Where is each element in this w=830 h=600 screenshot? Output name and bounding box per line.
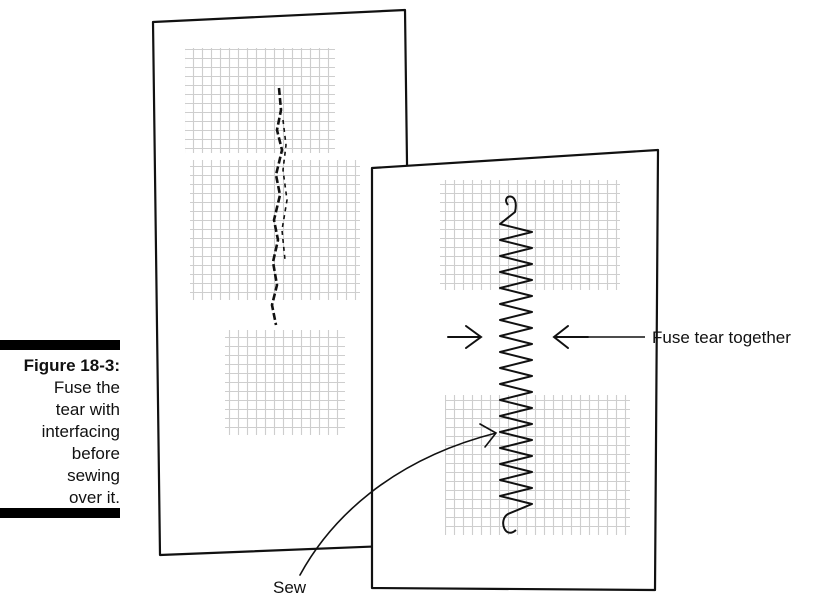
caption-bar-bottom bbox=[0, 508, 120, 518]
caption-line: Fuse the bbox=[0, 377, 120, 399]
caption-bar-top bbox=[0, 340, 120, 350]
sew-label: Sew bbox=[273, 578, 306, 598]
interfacing-mesh-top bbox=[185, 48, 335, 153]
caption-line: tear with bbox=[0, 399, 120, 421]
caption-line: before bbox=[0, 443, 120, 465]
figure-number: Figure 18-3: bbox=[0, 355, 120, 377]
caption-line: sewing bbox=[0, 465, 120, 487]
caption-line: over it. bbox=[0, 487, 120, 509]
fuse-tear-label: Fuse tear together bbox=[652, 328, 791, 348]
figure-caption: Figure 18-3: Fuse the tear with interfac… bbox=[0, 355, 120, 509]
interfacing-mesh-bottom bbox=[225, 330, 345, 435]
sewn-fabric-panel bbox=[372, 150, 658, 590]
caption-line: interfacing bbox=[0, 421, 120, 443]
interfacing-mesh-upper bbox=[440, 180, 620, 290]
interfacing-mesh-lower bbox=[445, 395, 630, 535]
